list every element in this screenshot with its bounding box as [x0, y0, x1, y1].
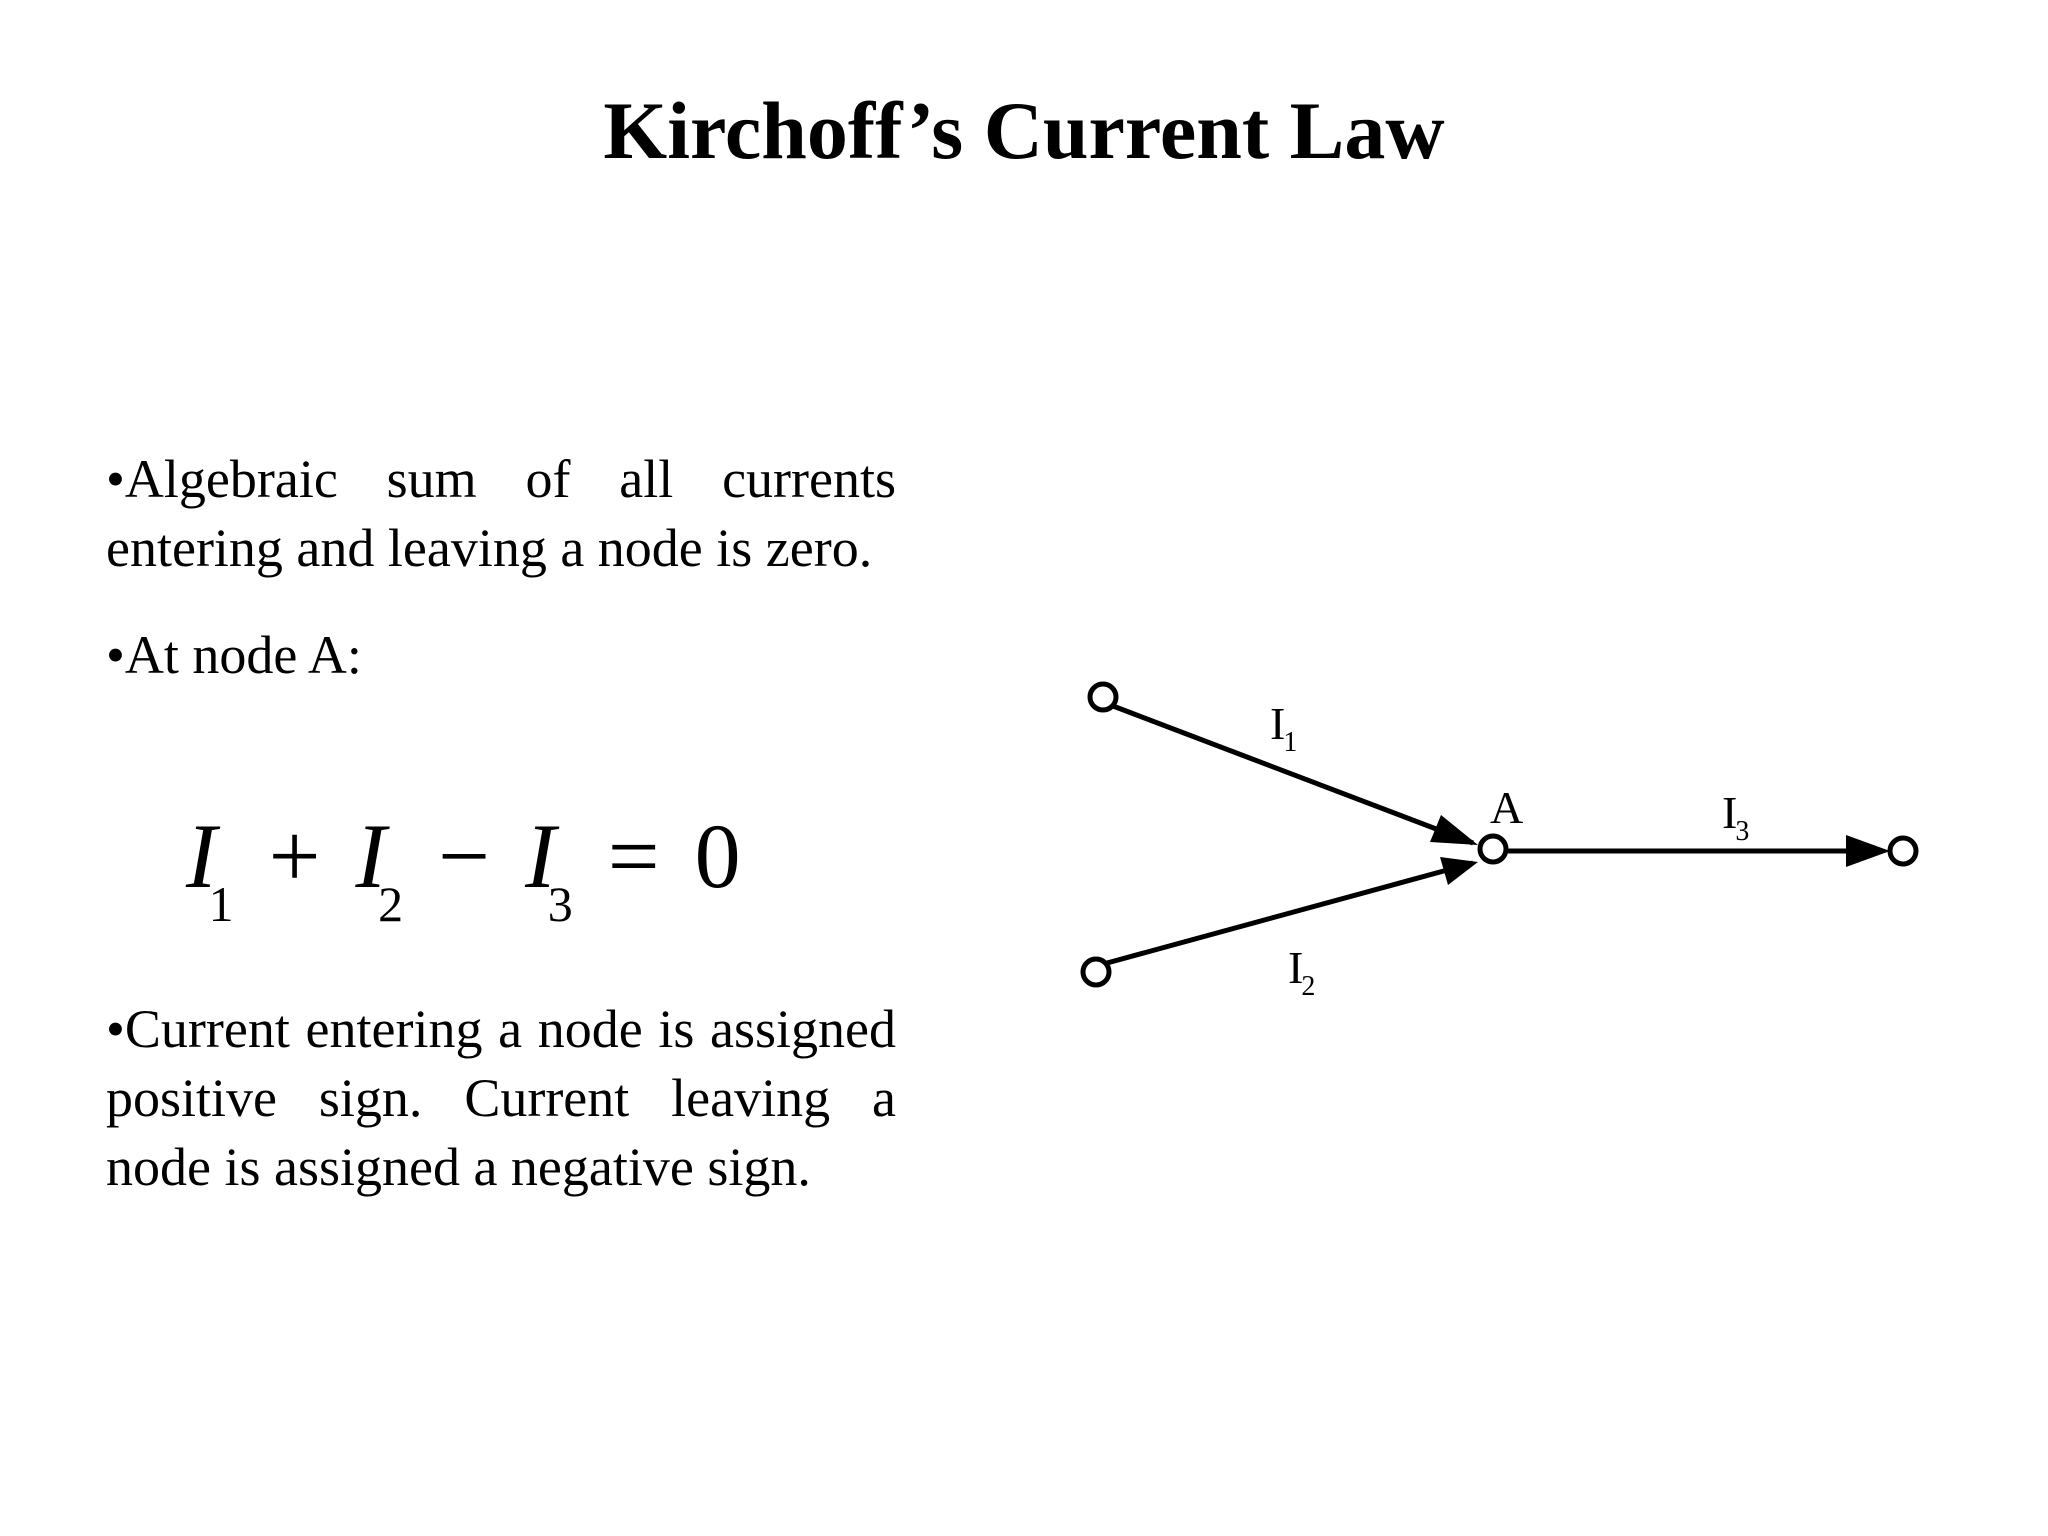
- equation-current-1: I: [186, 805, 217, 907]
- terminal-bottom-left: [1080, 956, 1112, 988]
- node-a-label: A: [1490, 782, 1523, 833]
- branch-i2-arrowhead: [1440, 857, 1478, 885]
- current-label-i2: I2: [1288, 942, 1315, 1002]
- current-label-i2-subscript: 2: [1301, 971, 1315, 1002]
- terminal-top-left: [1087, 681, 1119, 713]
- current-label-i1-subscript: 1: [1283, 727, 1297, 758]
- branch-i3-arrowhead: [1846, 835, 1890, 867]
- node-a-circle: [1477, 833, 1509, 865]
- bullet-sign-convention: •Current entering a node is assigned pos…: [106, 999, 896, 1197]
- kcl-equation: I1 + I2 − I3 = 0: [186, 810, 741, 929]
- equation-current-2: I: [355, 805, 387, 907]
- current-label-i1: I1: [1270, 698, 1297, 758]
- equation-zero: 0: [694, 805, 741, 907]
- equation-current-2-subscript: 2: [378, 876, 404, 932]
- equation-current-1-subscript: 1: [208, 876, 234, 932]
- equation-equals-operator: =: [607, 805, 660, 907]
- branch-i1-wire: [1112, 703, 1474, 846]
- current-label-i3-subscript: 3: [1735, 816, 1749, 847]
- slide-title: Kirchoff’s Current Law: [603, 85, 1445, 176]
- branch-i1-arrowhead: [1430, 815, 1478, 845]
- terminal-right: [1887, 835, 1919, 867]
- equation-plus-operator: +: [268, 805, 321, 907]
- current-label-i3: I3: [1722, 787, 1749, 847]
- bullet-kcl-definition: •Algebraic sum of all currents entering …: [106, 449, 896, 578]
- equation-current-3-subscript: 3: [547, 876, 573, 932]
- equation-minus-operator: −: [438, 805, 491, 907]
- bullet-list: •Algebraic sum of all currents entering …: [106, 445, 896, 1197]
- bullet-at-node-a: •At node A:: [106, 625, 362, 685]
- equation-current-3: I: [525, 805, 556, 907]
- branch-i2-wire: [1106, 860, 1474, 966]
